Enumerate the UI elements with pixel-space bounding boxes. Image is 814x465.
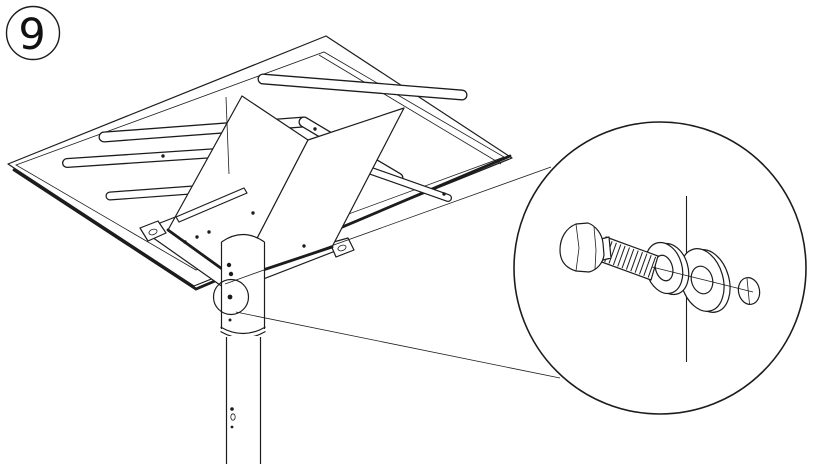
detail-view bbox=[513, 121, 807, 415]
bracket-bend-line bbox=[225, 96, 230, 175]
panel-outer-frame bbox=[7, 35, 513, 287]
pole-top-edge bbox=[221, 233, 265, 243]
plate-hole bbox=[195, 235, 199, 239]
step-badge: 9 bbox=[5, 5, 61, 61]
pole-upper-fill bbox=[221, 234, 265, 330]
panel-frame-shadow-edge bbox=[12, 154, 512, 291]
rivet-dot bbox=[161, 154, 165, 158]
leader-line-lower bbox=[235, 311, 561, 379]
pole-hole bbox=[230, 407, 234, 411]
foot-slot-hole bbox=[148, 228, 158, 236]
callout-circle bbox=[212, 278, 250, 316]
pole-bolt bbox=[226, 262, 232, 268]
plate-hole bbox=[207, 230, 211, 234]
bolt-head bbox=[559, 222, 605, 273]
pole-bolt bbox=[228, 318, 232, 322]
pole-joint-flare bbox=[220, 326, 266, 335]
rivet-dot bbox=[442, 192, 446, 196]
step-number: 9 bbox=[18, 10, 45, 60]
pole-bolt bbox=[228, 271, 234, 277]
callout bbox=[212, 166, 561, 379]
pole-hole bbox=[230, 413, 236, 421]
step-badge-circle bbox=[5, 5, 61, 61]
pole-bolt-highlighted bbox=[227, 294, 233, 300]
foot-slot-hole bbox=[337, 244, 347, 252]
panel-frame-edge-line bbox=[318, 54, 502, 165]
bracket-foot bbox=[329, 237, 355, 258]
bracket-foot bbox=[139, 220, 167, 242]
assembly-axis-line bbox=[651, 266, 754, 293]
bolt-head-facet bbox=[593, 226, 597, 270]
plate-hole bbox=[183, 240, 187, 244]
solar-panel bbox=[7, 35, 513, 291]
bracket-slot bbox=[175, 187, 248, 223]
panel-inner-frame bbox=[15, 51, 505, 271]
hex-bolt bbox=[559, 222, 659, 281]
mounting-pole bbox=[220, 233, 266, 464]
pole-hole bbox=[230, 425, 234, 429]
bolt-threads bbox=[599, 239, 657, 278]
rivet-dot bbox=[313, 127, 317, 131]
pole-lower-fill bbox=[226, 336, 261, 464]
plate-hole bbox=[251, 211, 255, 215]
leader-line-upper bbox=[224, 166, 552, 285]
plate-hole bbox=[302, 244, 306, 248]
bolt-head-facet bbox=[575, 223, 580, 272]
